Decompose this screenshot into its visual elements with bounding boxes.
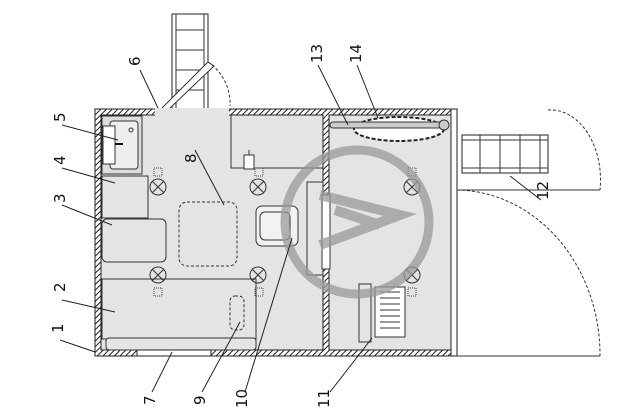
callout-12: 12: [534, 181, 552, 200]
bed: [101, 278, 257, 340]
callout-1: 1: [49, 323, 67, 333]
heater-outline: [229, 295, 245, 331]
interior-door: [321, 194, 331, 270]
callout-2: 2: [51, 282, 69, 292]
callout-8: 8: [182, 153, 200, 163]
callout-7: 7: [141, 395, 159, 405]
callout-3: 3: [51, 193, 69, 203]
sink: [101, 115, 143, 175]
callout-6: 6: [126, 56, 144, 66]
callout-10: 10: [233, 389, 251, 408]
spare-tire: [329, 116, 450, 142]
storage-ladder: [358, 283, 406, 343]
rear-ladder: [461, 134, 549, 174]
callout-leaders: [59, 64, 542, 393]
entry-ladder-top: [158, 13, 231, 111]
callout-11: 11: [315, 389, 333, 408]
entry-door-opening: [155, 108, 229, 116]
window: [136, 349, 212, 357]
bed-rail: [105, 337, 257, 351]
cabinet: [101, 175, 149, 219]
callout-4: 4: [51, 155, 69, 165]
callout-labels: 1 2 3 4 5 6 7 8 9 10 11 12 13 14: [49, 44, 552, 408]
operator-seat: [243, 150, 255, 170]
callout-13: 13: [308, 44, 326, 63]
seat-bench: [101, 218, 167, 263]
watermark-logo: [280, 145, 434, 299]
callout-5: 5: [51, 112, 69, 122]
callout-14: 14: [347, 44, 365, 63]
floor-hatch: [178, 201, 238, 267]
workstation-partition: [230, 115, 323, 169]
callout-9: 9: [191, 395, 209, 405]
